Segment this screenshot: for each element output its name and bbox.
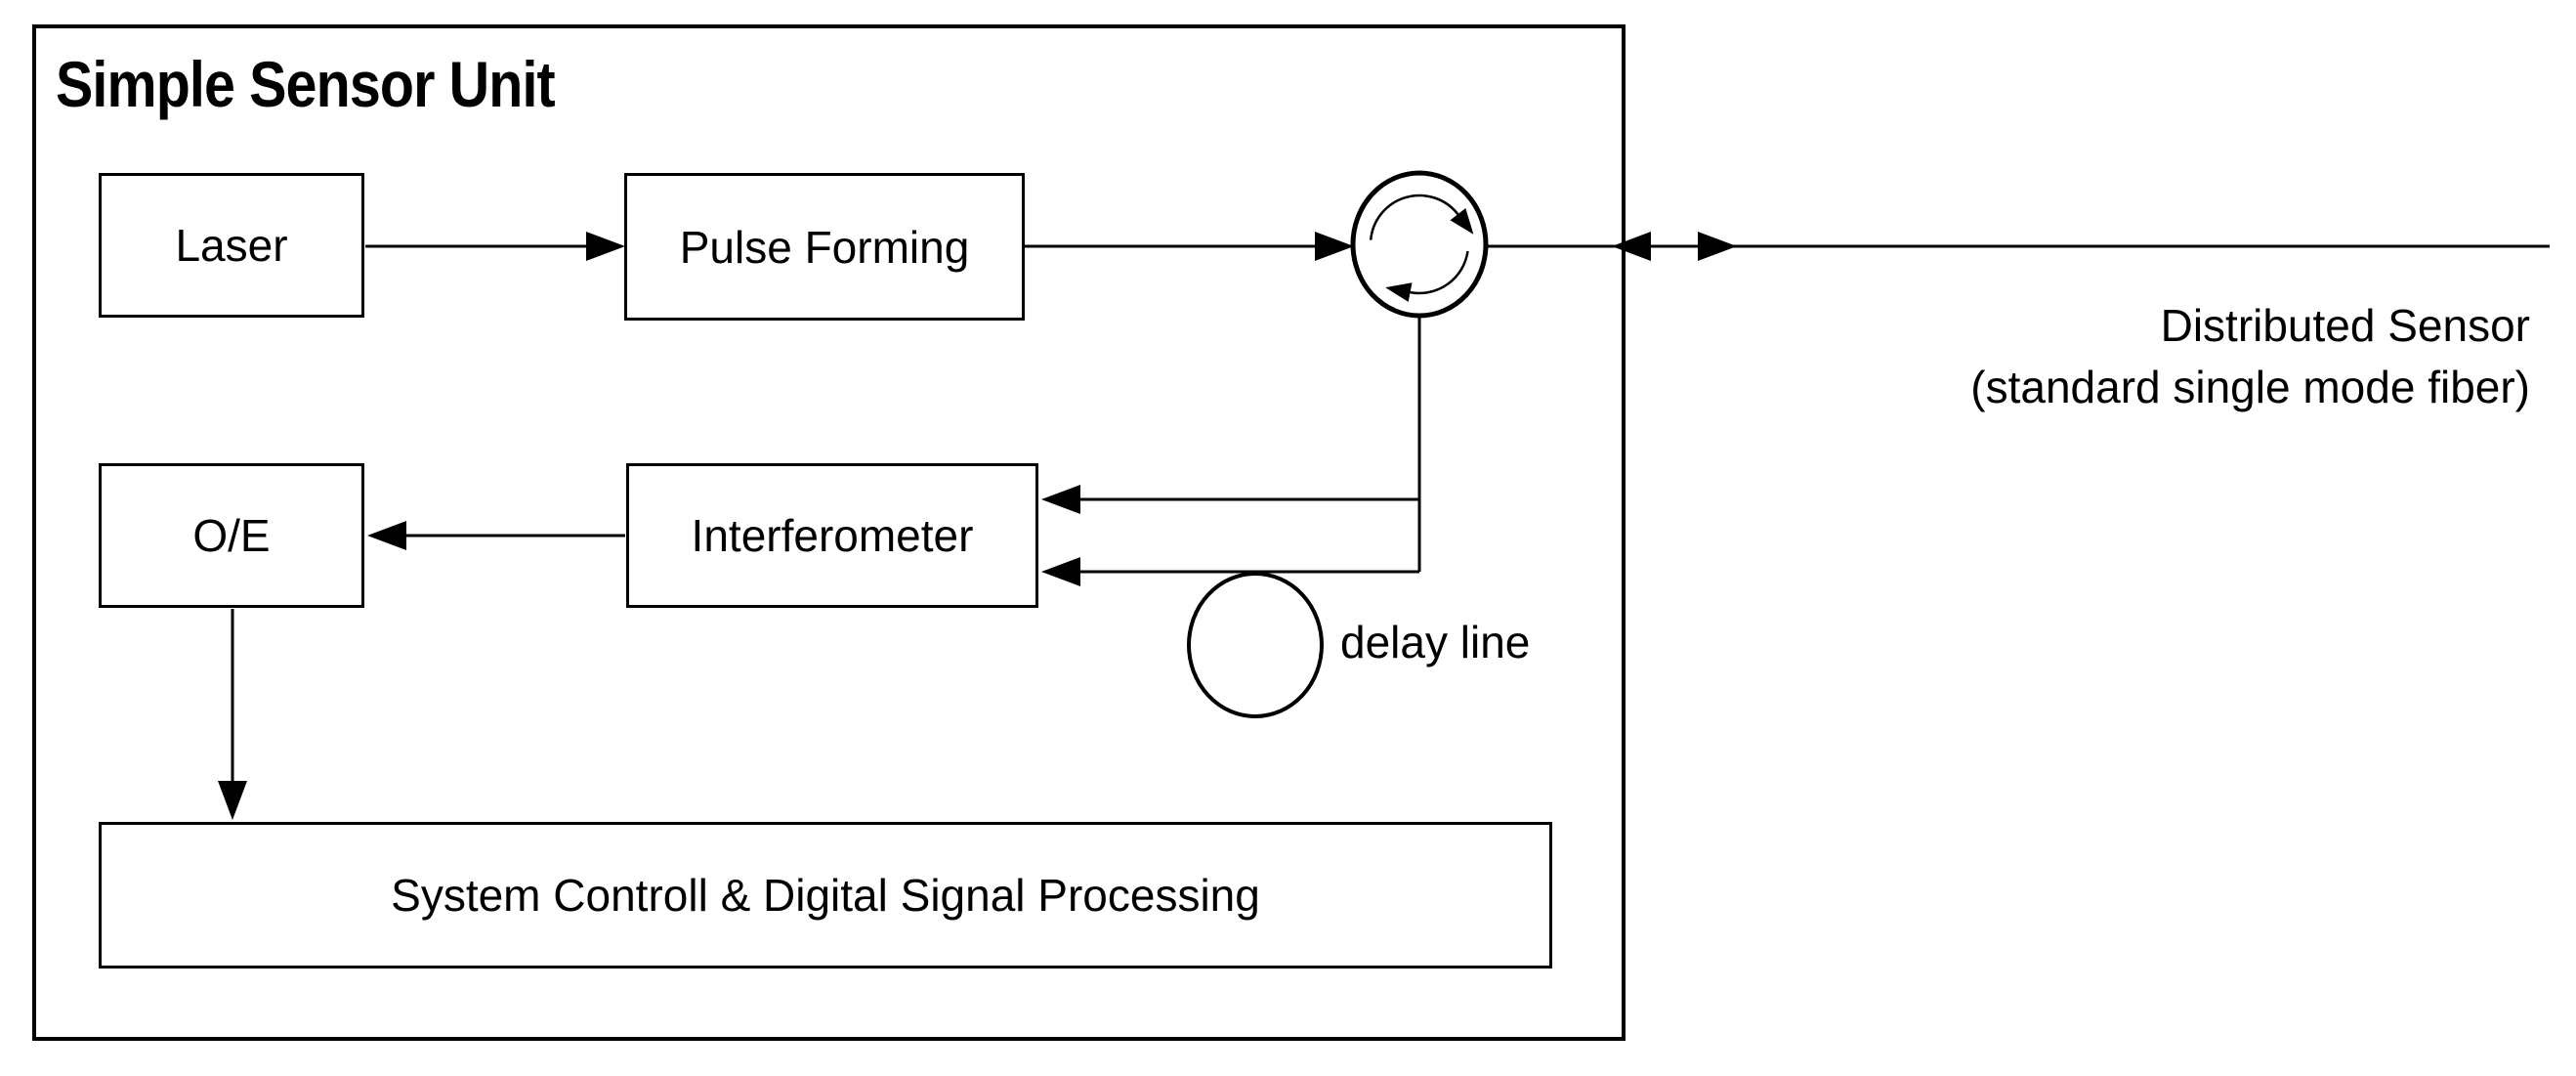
delay-line-label: delay line [1340,617,1531,667]
laser-block-label: Laser [175,220,288,271]
oe-converter-block: O/E [99,463,364,608]
distributed-sensor-label-line1: Distributed Sensor [2160,300,2530,351]
pulse-forming-block: Pulse Forming [624,173,1025,321]
system-control-dsp-block-label: System Controll & Digital Signal Process… [391,870,1260,921]
interferometer-block-label: Interferometer [691,510,974,561]
system-control-dsp-block: System Controll & Digital Signal Process… [99,822,1552,968]
oe-converter-block-label: O/E [192,510,271,561]
interferometer-block: Interferometer [626,463,1038,608]
diagram-title: Simple Sensor Unit [56,48,556,120]
distributed-sensor-label-line2: (standard single mode fiber) [1970,362,2530,412]
bidirectional-arrowheads [1612,232,1737,261]
laser-block: Laser [99,173,364,318]
pulse-forming-block-label: Pulse Forming [679,221,970,273]
distributed-sensor-label: Distributed Sensor (standard single mode… [1970,295,2530,418]
